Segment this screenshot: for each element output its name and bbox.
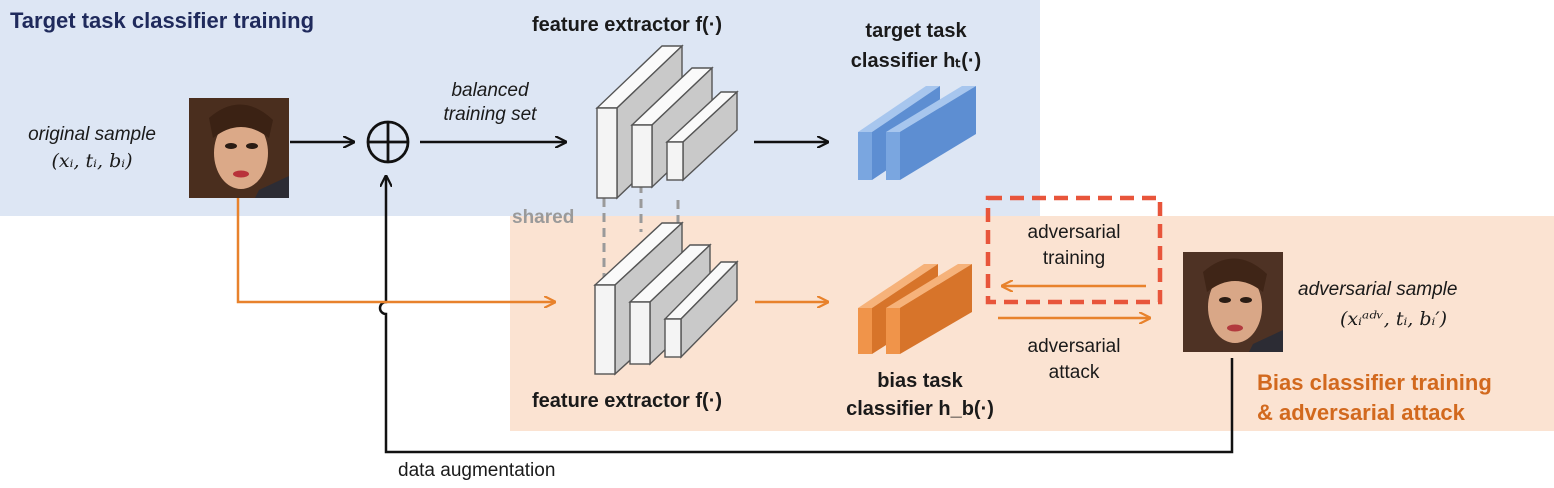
bias-panel-title-line2: & adversarial attack [1257,400,1465,425]
feature-extractor-bottom-label: feature extractor f(·) [532,390,723,412]
original-sample-image [189,98,289,198]
feature-extractor-top [595,44,739,200]
adversarial-attack-label-line1: adversarial [1027,336,1121,357]
adversarial-training-box [985,195,1163,305]
arrow-sample-to-lower-extractor [236,198,555,302]
balanced-training-set-line2: training set [443,104,537,125]
adversarial-sample-image [1183,252,1283,352]
data-augmentation-label: data augmentation [398,460,556,481]
face-icon [189,98,289,198]
original-sample-label: original sample [28,124,156,145]
feature-extractor-bottom [593,221,739,376]
bias-panel-title-line1: Bias classifier training [1257,370,1492,395]
oplus-icon [366,120,410,164]
bias-classifier-label-line2: classifier h_b(·) [846,398,994,420]
bias-classifier-label-line1: bias task [877,370,963,392]
shared-label: shared [512,207,575,228]
face-icon [1183,252,1283,352]
target-classifier-label-line2: classifier hₜ(·) [850,50,982,72]
target-panel-title: Target task classifier training [10,8,315,33]
adversarial-training-label-line1: adversarial [1027,222,1121,243]
bias-classifier-blocks [858,264,972,354]
target-classifier-blocks [858,86,976,180]
adversarial-training-label-line2: training [1042,248,1106,269]
balanced-training-set-line1: balanced [451,80,529,101]
target-classifier-label-line1: target task [865,20,967,42]
feature-extractor-top-label: feature extractor f(·) [532,14,723,36]
adversarial-sample-label: adversarial sample [1298,279,1458,300]
adversarial-sample-math: (xᵢᵃᵈᵛ, tᵢ, bᵢ′) [1340,308,1448,330]
adversarial-attack-label-line2: attack [1048,362,1100,383]
shared-dashed-links [602,184,680,278]
original-sample-math: (xᵢ, tᵢ, bᵢ) [51,150,133,172]
